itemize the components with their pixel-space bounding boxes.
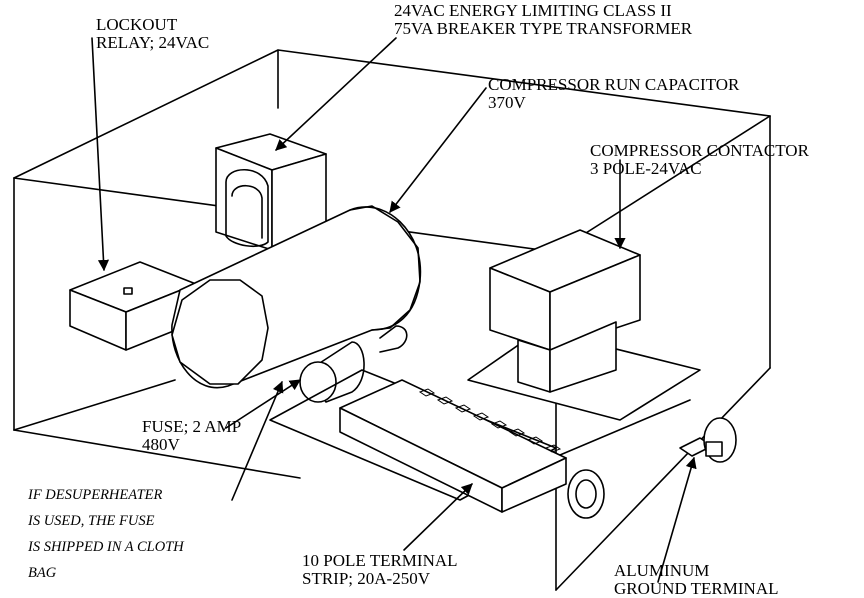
- contactor: [467, 229, 701, 421]
- label-run-capacitor: COMPRESSOR RUN CAPACITOR 370V: [488, 76, 739, 112]
- label-transformer: 24VAC ENERGY LIMITING CLASS II 75VA BREA…: [394, 2, 692, 38]
- label-ground-terminal-line2: GROUND TERMINAL: [614, 579, 779, 598]
- note-fuse-shipping: IF DESUPERHEATER IS USED, THE FUSE IS SH…: [28, 482, 184, 586]
- note-fuse-line2: IS USED, THE FUSE: [28, 513, 155, 529]
- label-contactor-line2: 3 POLE-24VAC: [590, 159, 702, 178]
- label-fuse-line2: 480V: [142, 435, 180, 454]
- note-fuse-line4: BAG: [28, 565, 57, 581]
- note-fuse-line1: IF DESUPERHEATER: [28, 487, 163, 503]
- run-capacitor: [171, 205, 422, 389]
- leader-lines: [91, 37, 697, 583]
- label-transformer-line2: 75VA BREAKER TYPE TRANSFORMER: [394, 19, 693, 38]
- label-lockout-relay-line1: LOCKOUT: [96, 15, 178, 34]
- label-terminal-strip: 10 POLE TERMINAL STRIP; 20A-250V: [302, 552, 458, 588]
- label-run-capacitor-line1: COMPRESSOR RUN CAPACITOR: [488, 75, 740, 94]
- label-run-capacitor-line2: 370V: [488, 93, 526, 112]
- label-terminal-strip-line2: STRIP; 20A-250V: [302, 569, 430, 588]
- label-ground-terminal-line1: ALUMINUM: [614, 561, 710, 580]
- label-terminal-strip-line1: 10 POLE TERMINAL: [302, 551, 458, 570]
- label-contactor-line1: COMPRESSOR CONTACTOR: [590, 141, 809, 160]
- label-lockout-relay-line2: RELAY; 24VAC: [96, 33, 210, 52]
- label-contactor: COMPRESSOR CONTACTOR 3 POLE-24VAC: [590, 142, 809, 178]
- ground-terminal: [679, 417, 737, 463]
- note-fuse-line3: IS SHIPPED IN A CLOTH: [28, 539, 184, 555]
- label-ground-terminal: ALUMINUM GROUND TERMINAL: [614, 562, 779, 598]
- label-fuse: FUSE; 2 AMP 480V: [142, 418, 241, 454]
- label-transformer-line1: 24VAC ENERGY LIMITING CLASS II: [394, 1, 672, 20]
- label-lockout-relay: LOCKOUT RELAY; 24VAC: [96, 16, 209, 52]
- label-fuse-line1: FUSE; 2 AMP: [142, 417, 242, 436]
- fuse: [299, 325, 408, 403]
